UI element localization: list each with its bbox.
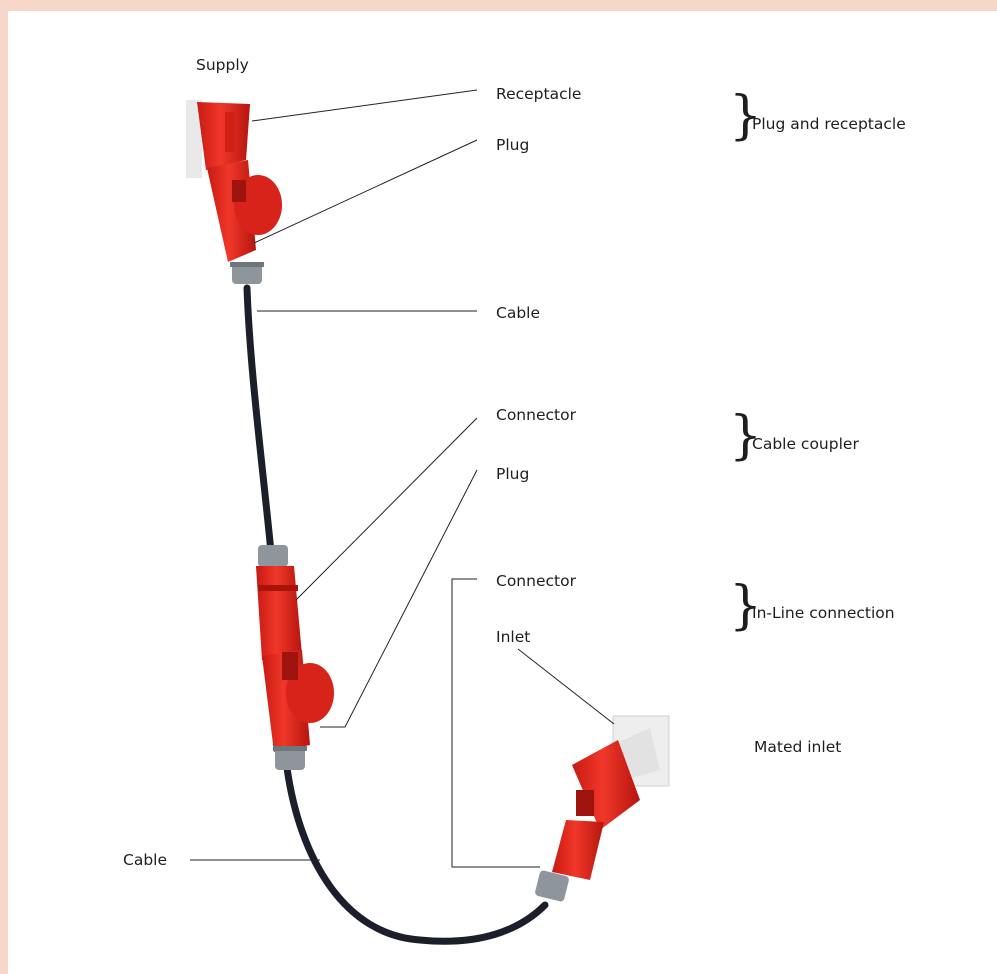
cable-gland-low bbox=[534, 870, 569, 902]
cable-upper bbox=[247, 288, 271, 552]
label-receptacle: Receptacle bbox=[496, 85, 581, 103]
group-label-plug-and-receptacle: Plug and receptacle bbox=[752, 115, 906, 133]
gland-ring-mid bbox=[273, 746, 307, 751]
leader-connector-low bbox=[452, 579, 540, 867]
label-connector-low: Connector bbox=[496, 572, 577, 590]
mated-inlet-assembly bbox=[534, 716, 669, 902]
group-label-cable-coupler: Cable coupler bbox=[752, 435, 859, 453]
gland-ring-top bbox=[230, 262, 264, 267]
connector-sleeve-low bbox=[552, 820, 604, 880]
label-supply: Supply bbox=[196, 56, 249, 74]
connector-band-mid bbox=[258, 585, 298, 591]
receptacle-face bbox=[225, 112, 235, 152]
leader-inlet bbox=[518, 649, 614, 724]
receptacle-body bbox=[197, 102, 250, 170]
group-label-in-line-connection: In-Line connection bbox=[752, 604, 895, 622]
label-inlet: Inlet bbox=[496, 628, 530, 646]
cable-gland-mid-top bbox=[258, 545, 288, 567]
leader-plug-top bbox=[254, 140, 477, 243]
cable-coupler-assembly bbox=[256, 545, 334, 770]
cable-lower bbox=[287, 768, 545, 941]
label-plug-mid: Plug bbox=[496, 465, 529, 483]
label-cable-bottom: Cable bbox=[123, 851, 167, 869]
plug-clamp-mid bbox=[282, 652, 298, 680]
connector-body-mid bbox=[256, 566, 302, 660]
connector-clamp-low bbox=[576, 790, 594, 816]
top-receptacle-assembly bbox=[186, 100, 282, 284]
leader-plug-mid bbox=[320, 470, 477, 727]
plug-clamp-top bbox=[232, 180, 246, 202]
label-connector-mid: Connector bbox=[496, 406, 577, 424]
label-cable-top: Cable bbox=[496, 304, 540, 322]
label-mated-inlet: Mated inlet bbox=[754, 738, 841, 756]
label-plug-top: Plug bbox=[496, 136, 529, 154]
leader-receptacle bbox=[252, 90, 477, 121]
leader-connector-mid bbox=[296, 418, 477, 600]
